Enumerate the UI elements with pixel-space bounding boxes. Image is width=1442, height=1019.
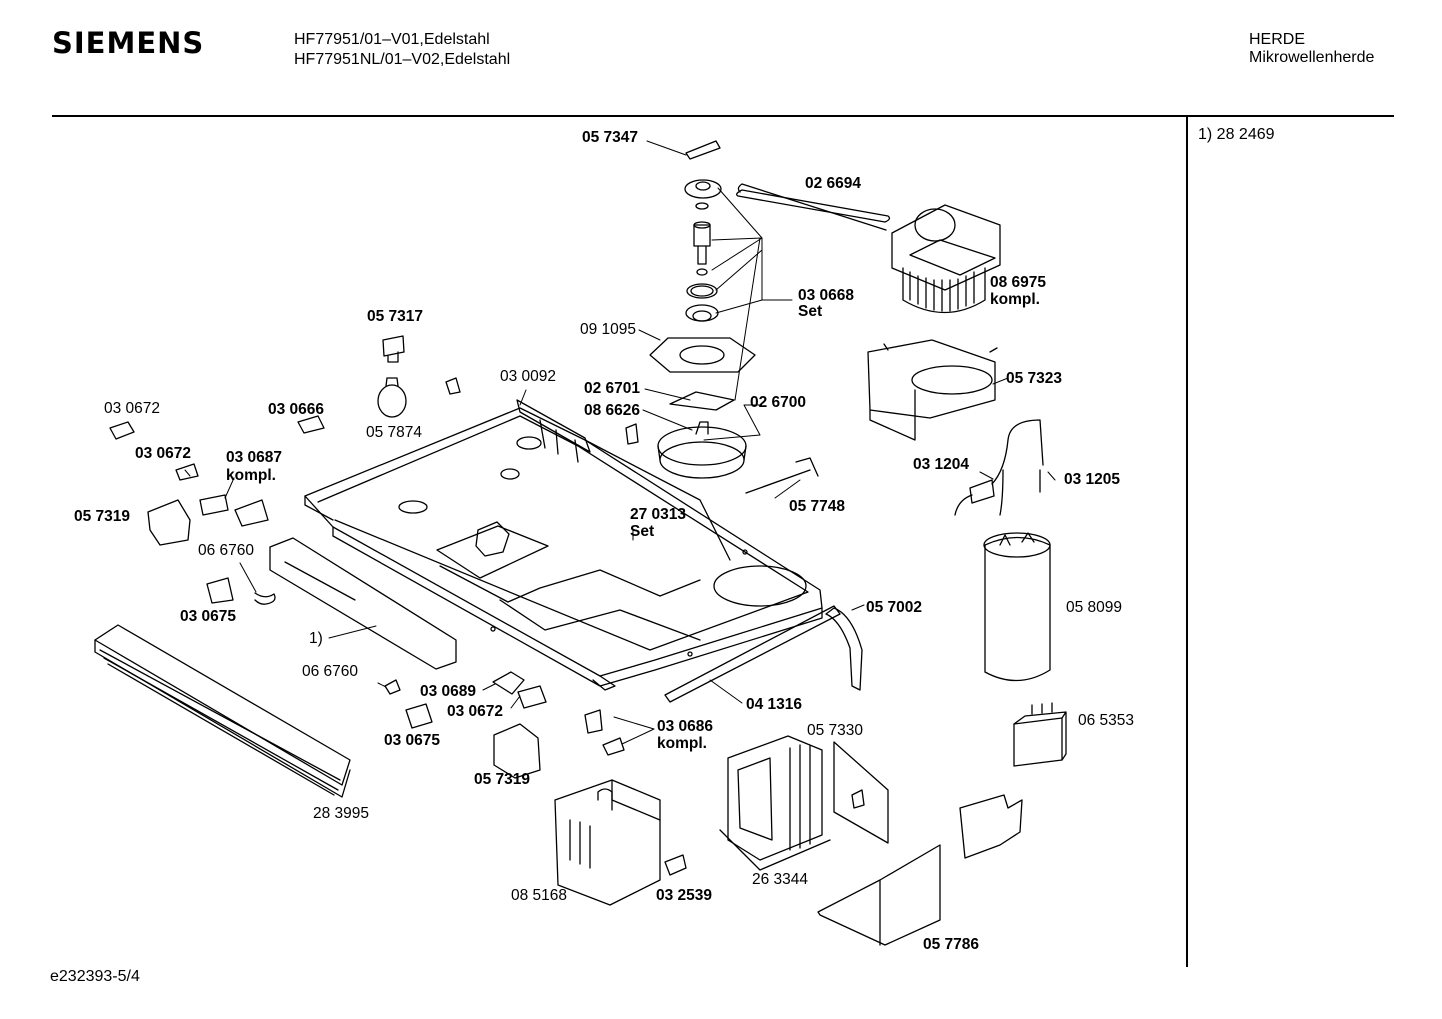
side-panel-drawing [270,538,456,669]
part-label-030689: 03 0689 [420,683,477,700]
part-label-086626: 08 6626 [584,402,641,419]
part-label-057748: 05 7748 [789,498,846,515]
fan-housing-drawing [868,340,997,440]
part-label-065353: 06 5353 [1078,712,1135,729]
part-label-066760-mid: 06 6760 [302,663,359,680]
model-line-1: HF77951/01–V01,Edelstahl [294,31,490,48]
side-note: 1) 28 2469 [1198,126,1275,143]
part-label-091095: 09 1095 [580,321,637,338]
part-label-057786: 05 7786 [923,936,980,953]
header-divider [52,115,1394,117]
model-line-2: HF77951NL/01–V02,Edelstahl [294,51,511,68]
part-label-footnote-1: 1) [309,630,323,647]
part-label-030687-kompl: kompl. [226,467,276,484]
part-label-057002: 05 7002 [866,599,923,616]
part-label-263344: 26 3344 [752,871,809,888]
thermal-wiring-drawing [955,420,1043,515]
part-label-030092: 03 0092 [500,368,557,385]
part-label-026694: 02 6694 [805,175,862,192]
category-line-2: Mikrowellenherde [1249,49,1375,66]
part-label-030675-left: 03 0675 [180,608,237,625]
brackets-right-drawing [818,742,1022,945]
part-label-283995: 28 3995 [313,805,370,822]
part-label-270313: 27 0313 [630,506,687,523]
part-label-030687: 03 0687 [226,449,283,466]
part-label-030672-top: 03 0672 [104,400,161,417]
part-label-030668: 03 0668 [798,287,855,304]
part-label-270313-set: Set [630,523,655,540]
leader-lines [185,141,1055,744]
part-label-031205: 03 1205 [1064,471,1121,488]
small-parts-center-drawing [385,606,862,778]
part-label-030668-set: Set [798,303,823,320]
part-label-057317: 05 7317 [367,308,424,325]
part-label-030686: 03 0686 [657,718,714,735]
part-label-057319-left: 05 7319 [74,508,131,525]
part-label-030672-mid: 03 0672 [135,445,192,462]
part-label-066760-top: 06 6760 [198,542,255,559]
part-label-086975-kompl: kompl. [990,291,1040,308]
belt-fan-motor-drawing [737,184,1000,313]
magnetron-drawing [555,780,686,905]
stirrer-stack-drawing [650,141,755,478]
part-label-030666: 03 0666 [268,401,325,418]
part-label-030686-kompl: kompl. [657,735,707,752]
part-label-057319-low: 05 7319 [474,771,531,788]
base-tray-drawing [305,400,822,690]
part-label-057347: 05 7347 [582,129,639,146]
part-label-026700: 02 6700 [750,394,807,411]
side-column-divider [1186,117,1188,967]
part-label-031204: 03 1204 [913,456,970,473]
relay-drawing [1014,703,1066,766]
part-label-026701: 02 6701 [584,380,641,397]
door-trim-drawing [95,625,350,797]
part-label-057330: 05 7330 [807,722,864,739]
capacitor-drawing [984,533,1050,681]
part-label-058099: 05 8099 [1066,599,1123,616]
part-label-032539: 03 2539 [656,887,713,904]
part-label-030675-mid: 03 0675 [384,732,441,749]
lamp-drawing [378,336,406,417]
brand-logo: SIEMENS [52,26,205,60]
small-parts-left-drawing [110,378,818,604]
part-label-030672-low: 03 0672 [447,703,504,720]
part-label-057323: 05 7323 [1006,370,1063,387]
part-label-041316: 04 1316 [746,696,803,713]
part-label-057874: 05 7874 [366,424,423,441]
transformer-drawing [720,736,830,870]
part-label-086975: 08 6975 [990,274,1047,291]
category-line-1: HERDE [1249,31,1306,48]
part-label-085168: 08 5168 [511,887,568,904]
drawing-id: e232393-5/4 [50,968,140,985]
